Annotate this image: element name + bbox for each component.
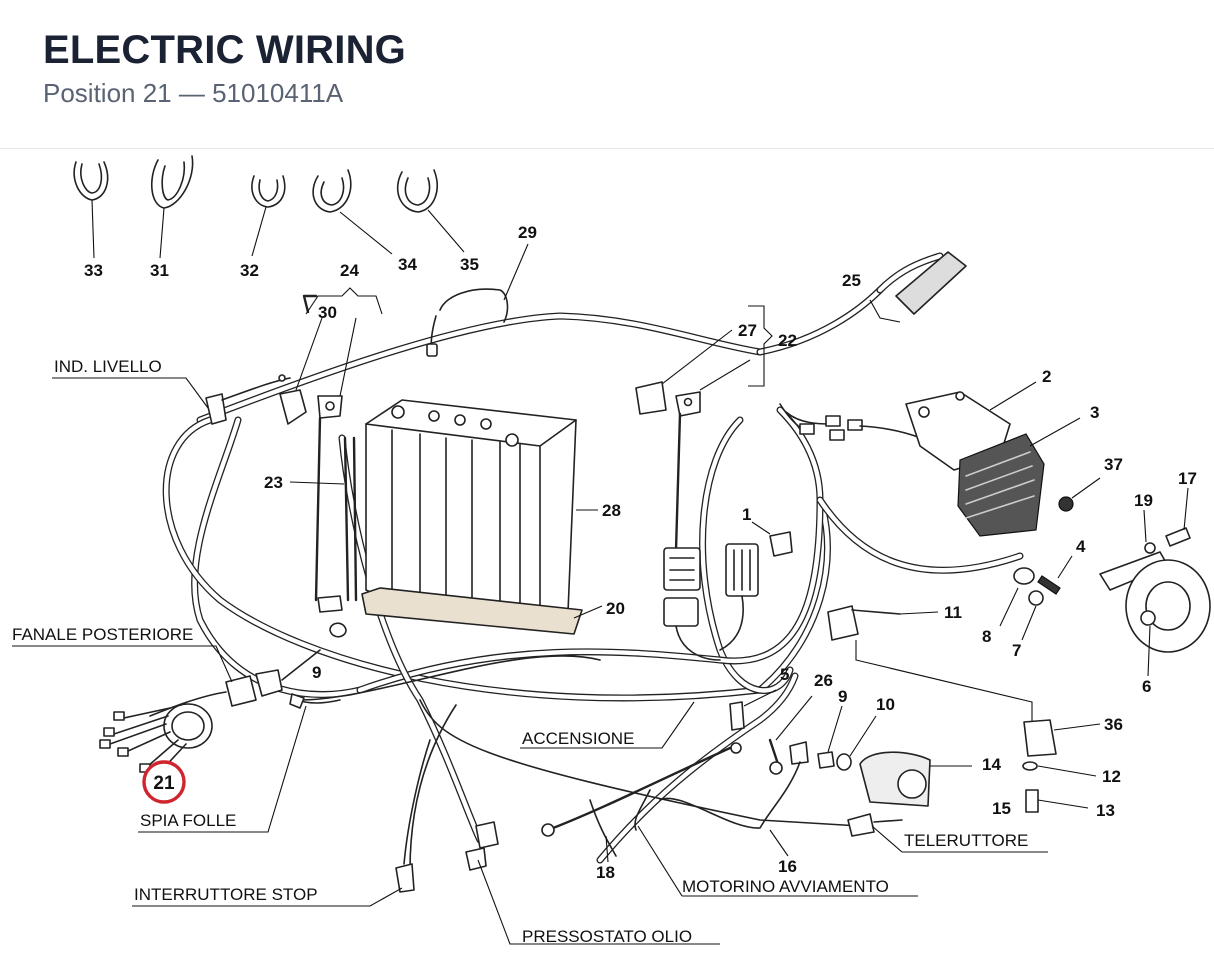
part-number-16: 16: [778, 857, 797, 876]
part-number-9b: 9: [838, 687, 847, 706]
screw-17[interactable]: [1165, 487, 1191, 547]
connector-29[interactable]: [426, 243, 529, 357]
bracket-36[interactable]: [1023, 719, 1101, 757]
part-number-13: 13: [1096, 801, 1115, 820]
horn-6[interactable]: [1099, 551, 1211, 677]
part-number-29: 29: [518, 223, 537, 242]
clamp-35[interactable]: [396, 169, 465, 253]
cable-16[interactable]: [634, 741, 809, 857]
cable-18[interactable]: [541, 742, 742, 863]
part-number-32: 32: [240, 261, 259, 280]
label-ind-livello: IND. LIVELLO: [54, 357, 162, 376]
starter-relay-wire[interactable]: [847, 813, 903, 837]
regulator-3[interactable]: [957, 417, 1081, 537]
part-number-33: 33: [84, 261, 103, 280]
screw-13[interactable]: [1025, 789, 1089, 813]
tail-light-connector[interactable]: [149, 649, 321, 717]
part-number-3: 3: [1090, 403, 1099, 422]
washer-19[interactable]: [1143, 509, 1156, 554]
battery-28[interactable]: [365, 399, 598, 615]
neutral-switch-wire[interactable]: [289, 693, 341, 709]
part-number-7: 7: [1012, 641, 1021, 660]
part-number-26: 26: [814, 671, 833, 690]
main-harness: [162, 286, 1024, 871]
label-leaders: [12, 377, 1048, 907]
clamp-32[interactable]: [251, 175, 286, 257]
part-number-4: 4: [1076, 537, 1086, 556]
part-number-19: 19: [1134, 491, 1153, 510]
part-number-1: 1: [742, 505, 751, 524]
page-subtitle: Position 21 — 51010411A: [43, 78, 344, 108]
part-number-21: 21: [153, 773, 175, 794]
part-number-25: 25: [842, 271, 861, 290]
stop-switch[interactable]: [395, 739, 431, 893]
part-number-20: 20: [606, 599, 625, 618]
clamp-34[interactable]: [312, 169, 393, 255]
part-number-35: 35: [460, 255, 479, 274]
connector-block[interactable]: [663, 543, 759, 661]
relay-14[interactable]: [859, 751, 972, 807]
nut-9b[interactable]: [817, 705, 843, 769]
fuse-1[interactable]: [751, 521, 793, 557]
wiring-diagram: 1 2 3 4 5 6 7 8 9 9 10 11 12 13 14 15 16…: [12, 155, 1211, 946]
cable-27[interactable]: [635, 329, 733, 415]
clip-9a[interactable]: [329, 622, 347, 638]
part-number-17: 17: [1178, 469, 1197, 488]
label-accensione: ACCENSIONE: [522, 729, 634, 748]
label-pressostato-olio: PRESSOSTATO OLIO: [522, 927, 692, 946]
part-number-9a: 9: [312, 663, 321, 682]
label-spia-folle: SPIA FOLLE: [140, 811, 236, 830]
label-interruttore-stop: INTERRUTTORE STOP: [134, 885, 318, 904]
highlight-position-21[interactable]: 21: [142, 760, 186, 804]
part-number-10: 10: [876, 695, 895, 714]
part-number-15: 15: [992, 799, 1011, 818]
page-header: ELECTRIC WIRING Position 21 — 51010411A: [0, 0, 1214, 149]
part-number-8: 8: [982, 627, 991, 646]
battery-cable-23[interactable]: [289, 436, 358, 613]
clamp-31[interactable]: [151, 155, 194, 259]
bracket-11[interactable]: [827, 605, 1033, 736]
part-number-18: 18: [596, 863, 615, 882]
part-number-34: 34: [398, 255, 417, 274]
part-number-11: 11: [944, 603, 962, 622]
screw-5[interactable]: [729, 689, 777, 731]
part-number-36: 36: [1104, 715, 1123, 734]
cable-22[interactable]: [674, 305, 773, 552]
part-number-30: 30: [318, 303, 337, 322]
label-motorino-avviamento: MOTORINO AVVIAMENTO: [682, 877, 889, 896]
battery-pad-20[interactable]: [361, 587, 603, 635]
part-number-24: 24: [340, 261, 359, 280]
part-number-5: 5: [780, 665, 789, 684]
part-number-31: 31: [150, 261, 169, 280]
cable-25[interactable]: [869, 251, 967, 323]
wire-labels: IND. LIVELLO FANALE POSTERIORE SPIA FOLL…: [12, 357, 1028, 946]
oil-pressure-switch[interactable]: [465, 821, 720, 945]
part-number-12: 12: [1102, 767, 1121, 786]
washer-10[interactable]: [836, 715, 877, 771]
battery-cable-24[interactable]: [302, 287, 383, 602]
part-number-22: 22: [778, 331, 797, 350]
cable-26[interactable]: [768, 695, 813, 775]
wire-bundle-21[interactable]: [99, 703, 213, 773]
screw-37[interactable]: [1058, 477, 1101, 512]
part-number-27: 27: [738, 321, 757, 340]
part-numbers: 1 2 3 4 5 6 7 8 9 9 10 11 12 13 14 15 16…: [84, 223, 1197, 882]
battery-cable-30[interactable]: [279, 317, 323, 425]
part-number-23: 23: [264, 473, 283, 492]
level-sensor[interactable]: [205, 374, 291, 425]
part-number-6: 6: [1142, 677, 1151, 696]
washer-12[interactable]: [1022, 761, 1097, 777]
part-number-37: 37: [1104, 455, 1123, 474]
part-number-14: 14: [982, 755, 1001, 774]
part-number-28: 28: [602, 501, 621, 520]
label-fanale-posteriore: FANALE POSTERIORE: [12, 625, 193, 644]
part-number-2: 2: [1042, 367, 1051, 386]
ground-terminal[interactable]: [999, 555, 1073, 641]
label-teleruttore: TELERUTTORE: [904, 831, 1028, 850]
page-title: ELECTRIC WIRING: [43, 28, 406, 72]
clamp-33[interactable]: [73, 161, 109, 259]
